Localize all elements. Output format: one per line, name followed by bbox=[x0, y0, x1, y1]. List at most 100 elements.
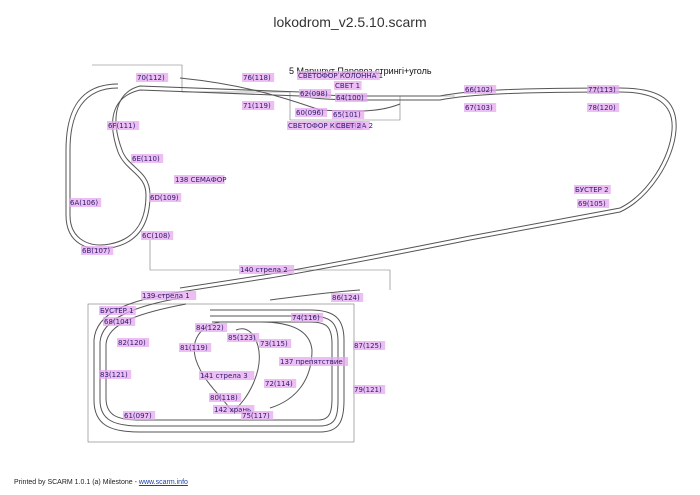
label-l84: 84(122) bbox=[195, 323, 228, 332]
label-l138: 138 СЕМАФОР bbox=[174, 175, 226, 184]
label-text: 84(122) bbox=[196, 324, 224, 332]
label-text: 87(125) bbox=[354, 342, 382, 350]
label-l72: 72(114) bbox=[264, 379, 297, 388]
label-l6a: 6A(106) bbox=[69, 198, 102, 207]
label-text: 6C(108) bbox=[142, 232, 170, 240]
label-highlight bbox=[353, 341, 386, 350]
label-text: 6F(111) bbox=[108, 122, 136, 130]
label-highlight bbox=[174, 175, 225, 184]
label-text: 139 стрела 1 bbox=[142, 292, 190, 300]
label-l142: 142 хрань bbox=[213, 405, 255, 414]
label-highlight bbox=[291, 313, 324, 322]
label-l77: 77(113) bbox=[587, 85, 620, 94]
label-text: 137 препятствие bbox=[280, 358, 343, 366]
label-highlight bbox=[332, 110, 365, 119]
label-highlight bbox=[117, 338, 150, 347]
page-title: lokodrom_v2.5.10.scarm bbox=[273, 14, 427, 30]
label-l67: 67(103) bbox=[464, 103, 497, 112]
label-l82: 82(120) bbox=[117, 338, 150, 347]
label-l86: 86(124) bbox=[331, 293, 364, 302]
label-highlight bbox=[264, 379, 297, 388]
label-highlight bbox=[242, 101, 275, 110]
label-highlight bbox=[107, 121, 140, 130]
label-l75: 75(117) bbox=[241, 411, 274, 420]
label-text: 74(116) bbox=[292, 314, 320, 322]
label-l81: 81(119) bbox=[179, 343, 212, 352]
label-lsv1: СВЕТ 1 bbox=[334, 81, 362, 90]
label-highlight bbox=[195, 323, 228, 332]
label-text: 83(121) bbox=[100, 371, 128, 379]
label-text: 77(113) bbox=[588, 86, 616, 94]
label-l60: 60(096) bbox=[295, 108, 328, 117]
footer-prefix: Printed by SCARM 1.0.1 (a) Milestone - bbox=[14, 479, 139, 486]
label-l6f: 6F(111) bbox=[107, 121, 140, 130]
label-text: БУСТЕР 1 bbox=[100, 307, 134, 315]
label-text: 72(114) bbox=[265, 380, 293, 388]
label-highlight bbox=[123, 411, 156, 420]
label-lb1: БУСТЕР 1 bbox=[99, 306, 136, 315]
label-l69: 69(105) bbox=[577, 199, 610, 208]
label-lsvk2: СВЕТОФОР КОЛОННА 2 bbox=[287, 121, 373, 130]
label-text: 79(121) bbox=[354, 386, 382, 394]
label-text: 75(117) bbox=[242, 412, 270, 420]
label-l66: 66(102) bbox=[464, 85, 497, 94]
label-highlight bbox=[227, 333, 260, 342]
label-l83: 83(121) bbox=[99, 370, 132, 379]
label-l61: 61(097) bbox=[123, 411, 156, 420]
label-highlight bbox=[287, 121, 370, 130]
label-highlight bbox=[334, 81, 362, 90]
label-text: 69(105) bbox=[578, 200, 606, 208]
label-highlight bbox=[241, 411, 274, 420]
label-highlight bbox=[587, 103, 620, 112]
label-l79: 79(121) bbox=[353, 385, 386, 394]
label-text: 82(120) bbox=[118, 339, 146, 347]
label-highlight bbox=[295, 108, 328, 117]
label-text: 71(119) bbox=[243, 102, 271, 110]
label-highlight bbox=[242, 73, 275, 82]
label-highlight bbox=[69, 198, 102, 207]
label-text: 65(101) bbox=[333, 111, 361, 119]
label-highlight bbox=[99, 370, 132, 379]
label-highlight bbox=[331, 293, 364, 302]
label-highlight bbox=[141, 291, 197, 300]
label-highlight bbox=[209, 393, 242, 402]
label-l62: 62(098) bbox=[299, 89, 332, 98]
label-text: 6A(106) bbox=[70, 199, 98, 207]
label-text: 80(118) bbox=[210, 394, 238, 402]
label-highlight bbox=[136, 73, 169, 82]
label-text: 66(102) bbox=[465, 86, 493, 94]
label-highlight bbox=[131, 154, 164, 163]
label-layer: 70(112)76(118)71(119)6F(111)6E(110)138 С… bbox=[69, 71, 620, 420]
label-text: 61(097) bbox=[124, 412, 152, 420]
label-highlight bbox=[213, 405, 255, 414]
label-l6c: 6C(108) bbox=[141, 231, 174, 240]
label-highlight bbox=[335, 121, 363, 130]
label-highlight bbox=[464, 85, 497, 94]
label-highlight bbox=[99, 306, 136, 315]
label-text: 141 стрела 3 bbox=[200, 372, 248, 380]
label-l65: 65(101) bbox=[332, 110, 365, 119]
label-highlight bbox=[141, 231, 174, 240]
label-highlight bbox=[297, 71, 380, 80]
label-highlight bbox=[179, 343, 212, 352]
label-text: 68(104) bbox=[104, 318, 132, 326]
label-text: 6B(107) bbox=[82, 247, 110, 255]
label-l76: 76(118) bbox=[242, 73, 275, 82]
label-l71: 71(119) bbox=[242, 101, 275, 110]
label-highlight bbox=[299, 89, 332, 98]
label-l137: 137 препятствие bbox=[279, 357, 348, 366]
label-l87: 87(125) bbox=[353, 341, 386, 350]
label-highlight bbox=[353, 385, 386, 394]
label-l78: 78(120) bbox=[587, 103, 620, 112]
label-l80: 80(118) bbox=[209, 393, 242, 402]
label-highlight bbox=[103, 317, 136, 326]
footer-link[interactable]: www.scarm.info bbox=[138, 479, 188, 486]
label-l139: 139 стрела 1 bbox=[141, 291, 197, 300]
label-l141: 141 стрела 3 bbox=[199, 371, 255, 380]
label-text: БУСТЕР 2 bbox=[575, 186, 609, 194]
label-l64: 64(100) bbox=[335, 93, 368, 102]
label-highlight bbox=[199, 371, 255, 380]
label-text: СВЕТ 2 bbox=[336, 122, 361, 130]
label-text: 142 хрань bbox=[214, 406, 251, 414]
